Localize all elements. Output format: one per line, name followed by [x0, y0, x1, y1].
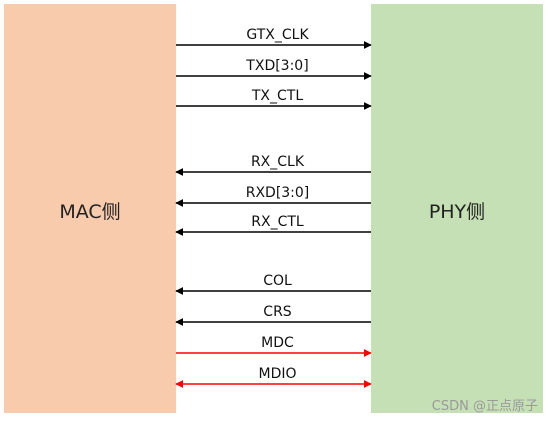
- mac-block-label: MAC侧: [59, 201, 120, 223]
- signal-label: MDC: [261, 335, 294, 351]
- signal-label: CRS: [263, 304, 292, 320]
- phy-block: [371, 4, 543, 413]
- signal-label: COL: [263, 273, 292, 289]
- phy-block-label: PHY侧: [429, 201, 485, 223]
- signal-label: RX_CTL: [251, 214, 304, 230]
- mac-block: [4, 4, 176, 413]
- signal-lines: GTX_CLK TXD[3:0] TX_CTL RX_CLK RXD[3:0] RX_CT…: [175, 27, 372, 388]
- signal-label: RX_CLK: [251, 154, 305, 170]
- signal-label: RXD[3:0]: [246, 185, 310, 201]
- signal-label: GTX_CLK: [246, 27, 309, 43]
- watermark: CSDN @正点原子: [432, 399, 538, 414]
- signal-label: MDIO: [258, 366, 296, 382]
- signal-label: TX_CTL: [251, 88, 303, 104]
- signal-label: TXD[3:0]: [245, 58, 308, 74]
